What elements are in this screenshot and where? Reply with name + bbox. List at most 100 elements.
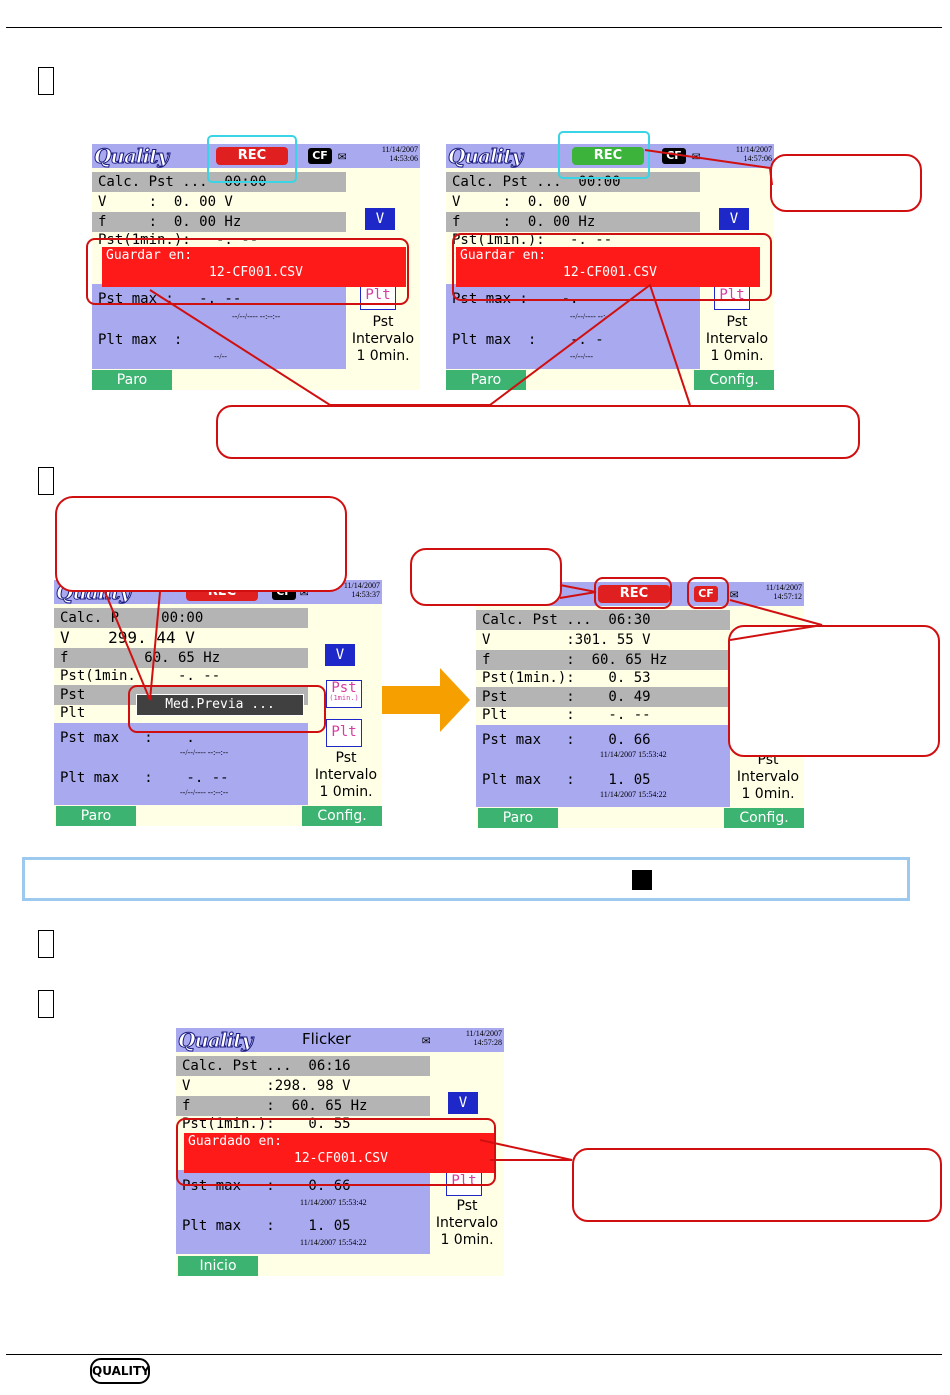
banner-highlight-5 <box>176 1118 496 1186</box>
pst-max-datetime: --/--/---- --:- <box>570 312 608 321</box>
stop-button[interactable]: Paro <box>56 806 136 826</box>
config-button[interactable]: Config. <box>694 370 774 390</box>
top-rule <box>6 27 942 28</box>
pst-1min-row: Pst(1min.): -. -- <box>452 232 613 248</box>
plt-max-row: Plt max : 1. 05 <box>482 772 651 788</box>
callout-rec <box>410 548 562 606</box>
pst-1min-row: Pst(1min.): -. -- <box>98 232 259 248</box>
plt-row: Plt <box>60 705 86 721</box>
pointer-cf <box>729 599 823 641</box>
v-button[interactable]: V <box>325 644 355 666</box>
pointer-save <box>149 283 691 406</box>
printer-icon: ✉ <box>338 148 347 164</box>
max-band <box>446 284 700 369</box>
pst-1min-tag[interactable]: Pst(1min.) <box>326 680 362 708</box>
pst-max-datetime: --/--/---- --:--:-- <box>180 748 229 757</box>
quality-footer-logo: QUALITY <box>90 1358 150 1384</box>
rec-highlight <box>558 131 650 179</box>
quality-logo: Quality <box>178 1028 254 1053</box>
step-marker-2 <box>38 467 54 495</box>
cf-card-icon: CF <box>694 586 718 602</box>
pst-max-row: Pst max : . <box>60 730 195 746</box>
printer-icon: ✉ <box>300 584 309 600</box>
plt-max-row: Plt max : -. -- <box>60 770 229 786</box>
config-button[interactable]: Config. <box>302 806 382 826</box>
frequency-row: f 60. 65 Hz <box>54 648 308 668</box>
quality-logo: Quality <box>448 144 524 169</box>
pointer-status <box>644 149 773 186</box>
stop-button[interactable]: Paro <box>92 370 172 390</box>
callout-save <box>216 405 860 459</box>
save-banner-filename: 12-CF001.CSV <box>563 265 657 280</box>
save-banner-filename: 12-CF001.CSV <box>209 265 303 280</box>
pst-max-datetime: 11/14/2007 15:53:42 <box>300 1198 367 1207</box>
calc-pst-row: Calc. Pst ... 06:30 <box>476 610 730 630</box>
save-banner-label: Guardar en: <box>460 248 547 263</box>
frequency-row: f : 0. 00 Hz <box>92 212 346 232</box>
plt-max-datetime: 11/14/2007 15:54:22 <box>600 790 667 799</box>
pst-max-row: Pst max : 0. 66 <box>182 1178 351 1194</box>
cf-card-icon: CF <box>308 148 332 164</box>
voltage-row: V :301. 55 V <box>482 632 651 648</box>
frequency-row: f : 0. 00 Hz <box>446 212 700 232</box>
frequency-row: f : 60. 65 Hz <box>476 650 730 670</box>
plt-tag[interactable]: Plt <box>326 719 362 747</box>
plt-max-datetime: 11/14/2007 15:54:22 <box>300 1238 367 1247</box>
rec-indicator: REC <box>598 585 670 603</box>
printer-icon: ✉ <box>692 148 701 164</box>
plt-max-row: Plt max : <box>98 332 183 348</box>
bottom-rule <box>6 1354 942 1355</box>
stop-button[interactable]: Paro <box>478 808 558 828</box>
pst-max-datetime: --/--/---- --:--:-- <box>232 312 281 321</box>
save-banner-label: Guardar en: <box>106 248 193 263</box>
callout-cf <box>728 625 940 757</box>
pst-1min-row: Pst(1min. -. -- <box>60 668 221 684</box>
start-button[interactable]: Inicio <box>178 1256 258 1276</box>
cf-card-icon: CF <box>662 148 686 164</box>
pst-1min-row: Pst(1min.): 0. 55 <box>182 1116 351 1132</box>
rec-indicator: REC <box>572 147 644 165</box>
printer-icon: ✉ <box>422 1032 431 1048</box>
pst-max-row: Pst max : 0. 66 <box>482 732 651 748</box>
pointer-saved <box>479 1139 573 1161</box>
rec-highlight <box>207 135 297 183</box>
v-button[interactable]: V <box>448 1092 478 1114</box>
max-band <box>54 723 308 805</box>
calc-pst-row: Calc. Pst ... 06:16 <box>176 1056 430 1076</box>
stop-button[interactable]: Paro <box>446 370 526 390</box>
plt-max-datetime: --/-- <box>214 352 227 361</box>
save-banner: Guardar en: 12-CF001.CSV <box>456 247 760 287</box>
title-bar <box>176 1028 504 1052</box>
v-button[interactable]: V <box>365 208 395 230</box>
config-button[interactable]: Config. <box>724 808 804 828</box>
plt-row: Plt : -. -- <box>482 707 651 723</box>
voltage-row: V : 0. 00 V <box>98 194 233 210</box>
saved-banner-label: Guardado en: <box>188 1134 282 1149</box>
arrow-right-icon <box>382 668 470 732</box>
voltage-row: V 299. 44 V <box>60 628 195 647</box>
max-band <box>476 725 730 807</box>
callout-status <box>770 154 922 212</box>
mode-title: Flicker <box>302 1030 351 1048</box>
stop-square-icon <box>632 870 652 890</box>
callout-saved <box>572 1148 942 1222</box>
saved-banner: Guardado en: 12-CF001.CSV <box>184 1133 494 1173</box>
v-button[interactable]: V <box>719 208 749 230</box>
frequency-row: f : 60. 65 Hz <box>176 1096 430 1116</box>
info-note-box <box>22 857 910 901</box>
save-banner: Guardar en: 12-CF001.CSV <box>102 247 406 287</box>
step-marker-3 <box>38 930 54 958</box>
